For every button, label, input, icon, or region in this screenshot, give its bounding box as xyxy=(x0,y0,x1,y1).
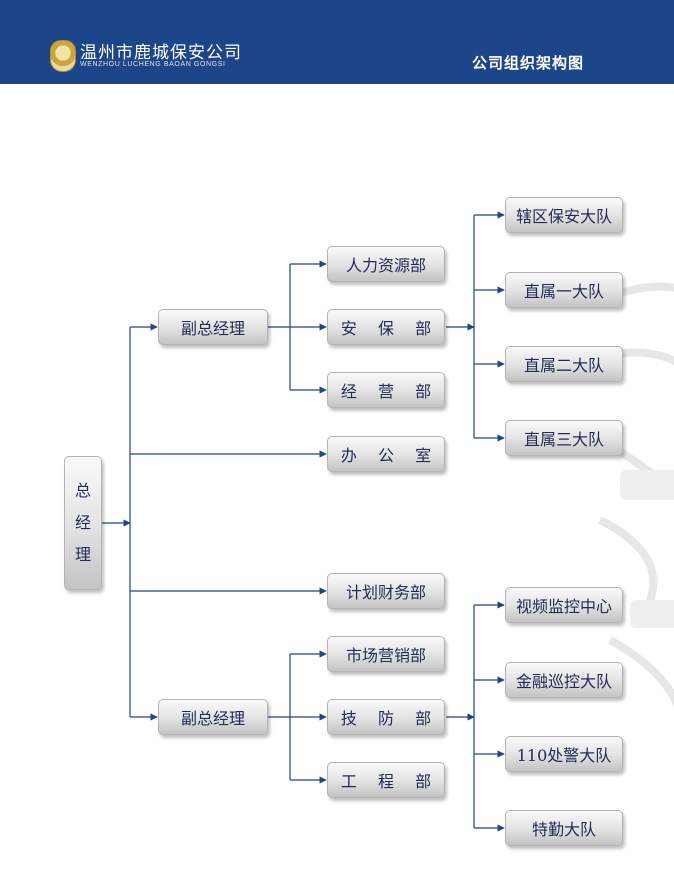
node-finance-patrol-team: 金融巡控大队 xyxy=(505,662,623,698)
node-marketing-department: 市场营销部 xyxy=(327,636,445,672)
node-general-manager: 总 经 理 xyxy=(64,456,102,590)
node-operations-department: 经 营 部 xyxy=(327,372,445,408)
node-video-monitoring-center: 视频监控中心 xyxy=(505,587,623,623)
company-logo-icon xyxy=(50,40,76,72)
node-direct-team-2: 直属二大队 xyxy=(505,346,623,382)
node-hr-department: 人力资源部 xyxy=(327,246,445,282)
company-name: 温州市鹿城保安公司 xyxy=(80,43,242,63)
node-direct-team-1: 直属一大队 xyxy=(505,272,623,308)
node-general-manager-char-1: 总 xyxy=(74,481,91,500)
node-engineering-department: 工 程 部 xyxy=(327,762,445,798)
node-finance-department: 计划财务部 xyxy=(327,573,445,609)
node-security-department: 安 保 部 xyxy=(327,309,445,345)
company-name-en: WENZHOU LUCHENG BAOAN GONGSI xyxy=(80,61,226,68)
node-110-response-team: 110处警大队 xyxy=(505,736,623,772)
node-general-manager-char-2: 经 xyxy=(74,513,91,532)
node-technical-department: 技 防 部 xyxy=(327,699,445,735)
node-special-duty-team: 特勤大队 xyxy=(505,810,623,846)
node-general-manager-char-3: 理 xyxy=(74,545,91,564)
header-bar: 温州市鹿城保安公司 WENZHOU LUCHENG BAOAN GONGSI 公… xyxy=(0,0,674,84)
node-district-security-team: 辖区保安大队 xyxy=(505,197,623,233)
chart-title: 公司组织架构图 xyxy=(472,54,585,72)
node-deputy-manager-2: 副总经理 xyxy=(158,699,268,735)
node-direct-team-3: 直属三大队 xyxy=(505,420,623,456)
node-deputy-manager-1: 副总经理 xyxy=(158,309,268,345)
node-office: 办 公 室 xyxy=(327,436,445,472)
